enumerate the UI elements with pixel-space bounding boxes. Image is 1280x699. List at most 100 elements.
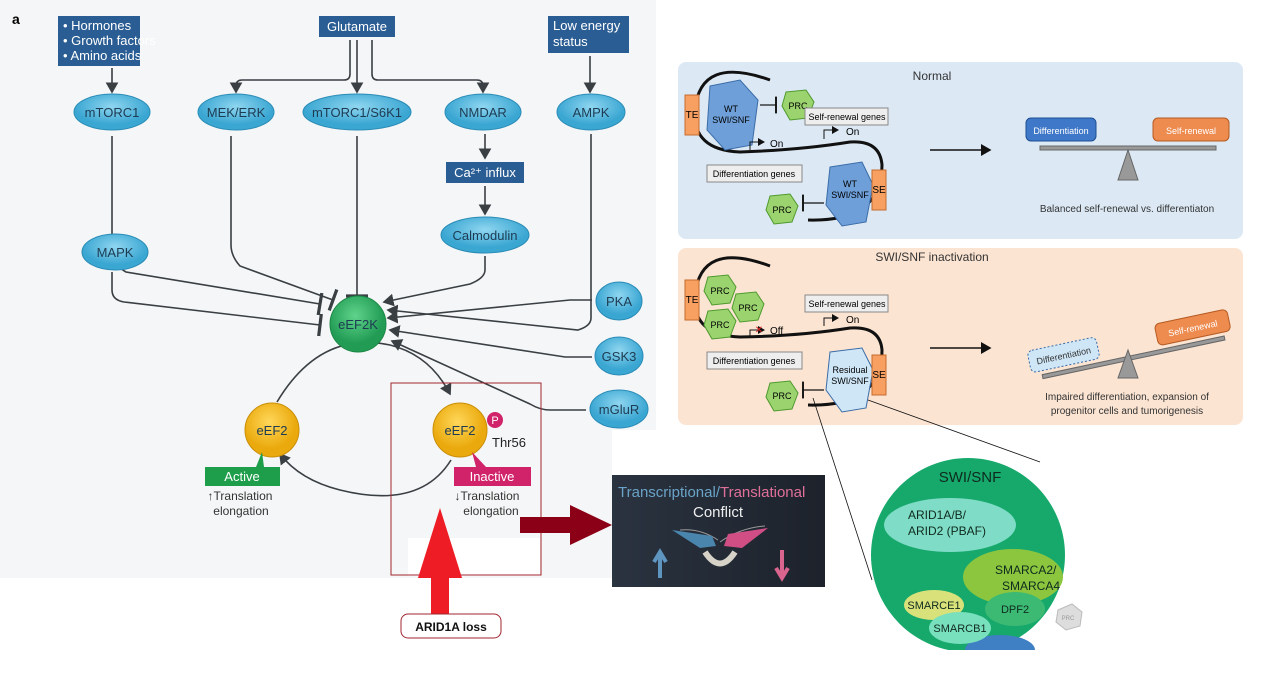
- node-mek-erk: MEK/ERK: [197, 93, 275, 131]
- node-eef2k: eEF2K: [329, 295, 387, 353]
- svg-text:GSK3: GSK3: [602, 349, 637, 364]
- node-gsk3: GSK3: [594, 336, 644, 376]
- thr56-label: Thr56: [492, 435, 526, 450]
- svg-text:Self-renewal genes: Self-renewal genes: [808, 299, 886, 309]
- svg-text:On: On: [770, 139, 783, 150]
- svg-text:PRC: PRC: [772, 205, 792, 215]
- smarcb1-subunit: [929, 612, 991, 644]
- svg-text:PRC: PRC: [1062, 616, 1075, 622]
- svg-text:Residual: Residual: [832, 365, 867, 375]
- svg-text:TE: TE: [686, 295, 699, 306]
- active-effect: ↑Translation: [208, 489, 273, 503]
- se-box: [871, 169, 887, 211]
- svg-text:SWI/SNF: SWI/SNF: [831, 190, 869, 200]
- svg-text:• Amino acids: • Amino acids: [63, 48, 142, 63]
- svg-text:SWI/SNF: SWI/SNF: [831, 376, 869, 386]
- svg-text:eEF2: eEF2: [444, 423, 475, 438]
- svg-text:• Hormones: • Hormones: [63, 18, 132, 33]
- smarca-subunit: [963, 549, 1063, 605]
- svg-text:MEK/ERK: MEK/ERK: [207, 105, 266, 120]
- blue-hand-icon: [672, 530, 716, 548]
- svg-text:SWI/SNF: SWI/SNF: [939, 469, 1002, 486]
- fulcrum: [1117, 148, 1139, 181]
- svg-text:progenitor cells and tumorigen: progenitor cells and tumorigenesis: [1051, 406, 1203, 417]
- active-effect-line2: elongation: [213, 504, 268, 518]
- low-energy-box: Low energy status: [548, 16, 629, 53]
- active-label: Active: [205, 452, 280, 486]
- svg-text:Self-renewal: Self-renewal: [1166, 126, 1216, 136]
- node-nmdar: NMDAR: [444, 93, 522, 131]
- highlight-box: [390, 382, 542, 576]
- svg-text:WT: WT: [724, 104, 738, 114]
- svg-text:Balanced self-renewal vs. diff: Balanced self-renewal vs. differentiaton: [1040, 204, 1214, 215]
- svg-text:SMARCB1: SMARCB1: [933, 623, 986, 635]
- nutrients-box: • Hormones • Growth factors • Amino acid…: [58, 16, 156, 66]
- inactive-label: Inactive: [454, 452, 531, 486]
- svg-text:status: status: [553, 34, 588, 49]
- smarce1-subunit: [904, 590, 964, 620]
- svg-text:Transcriptional/Translational: Transcriptional/Translational: [618, 484, 805, 501]
- svg-text:PRC: PRC: [788, 101, 808, 111]
- svg-text:SE: SE: [872, 185, 886, 196]
- svg-text:On: On: [846, 315, 859, 326]
- svg-text:Glutamate: Glutamate: [327, 19, 387, 34]
- svg-text:MAPK: MAPK: [97, 245, 134, 260]
- up-arrow-icon: [652, 548, 668, 578]
- wt-swisnf-1: [706, 79, 759, 151]
- svg-text:SMARCE1: SMARCE1: [907, 600, 960, 612]
- svg-text:Ca²⁺ influx: Ca²⁺ influx: [454, 165, 516, 180]
- normal-panel: Normal TE WT SWI/SNF PRC Self-renewal ge…: [678, 62, 1243, 239]
- svg-text:SWI/SNF inactivation: SWI/SNF inactivation: [875, 250, 988, 264]
- svg-text:TE: TE: [686, 110, 699, 121]
- svg-text:PRC: PRC: [710, 320, 730, 330]
- conflict-image: Transcriptional/Translational Conflict: [612, 475, 825, 587]
- glutamate-box: Glutamate: [319, 16, 395, 37]
- svg-text:Off: Off: [770, 326, 783, 337]
- inactivation-panel: SWI/SNF inactivation TE PRC PRC PRC Self…: [678, 248, 1243, 425]
- arid1a-loss-label: ARID1A loss: [400, 613, 502, 639]
- svg-text:Differentiation genes: Differentiation genes: [713, 356, 796, 366]
- svg-text:Impaired differentiation, expa: Impaired differentiation, expansion of: [1045, 392, 1209, 403]
- svg-text:PRC: PRC: [710, 286, 730, 296]
- svg-text:Conflict: Conflict: [693, 504, 744, 521]
- red-up-arrow-icon: [418, 508, 462, 617]
- dark-red-right-arrow-icon: [520, 505, 612, 545]
- svg-text:mTORC1: mTORC1: [85, 105, 140, 120]
- svg-text:Self-renewal genes: Self-renewal genes: [808, 112, 886, 122]
- svg-text:PRC: PRC: [738, 303, 758, 313]
- differentiation-weight: [1025, 117, 1097, 142]
- svg-text:• Growth factors: • Growth factors: [63, 33, 156, 48]
- svg-text:SMARCA2/: SMARCA2/: [995, 563, 1057, 577]
- wt-swisnf-2: [825, 161, 874, 227]
- swisnf-complex: SWI/SNF ARID1A/B/ ARID2 (PBAF) SMARCA2/ …: [871, 458, 1083, 650]
- svg-text:eEF2K: eEF2K: [338, 317, 378, 332]
- inactive-effect-line2: elongation: [463, 504, 518, 518]
- down-arrow-icon: [774, 550, 790, 582]
- svg-text:Differentiation: Differentiation: [1033, 126, 1088, 136]
- svg-text:AMPK: AMPK: [573, 105, 610, 120]
- svg-text:SE: SE: [872, 370, 886, 381]
- svg-text:Active: Active: [224, 469, 259, 484]
- svg-text:DPF2: DPF2: [1001, 604, 1029, 616]
- svg-text:ARID2 (PBAF): ARID2 (PBAF): [908, 524, 986, 538]
- svg-text:PRC: PRC: [772, 391, 792, 401]
- svg-text:eEF2: eEF2: [256, 423, 287, 438]
- prc-2: [765, 193, 799, 225]
- svg-text:ARID1A loss: ARID1A loss: [415, 620, 487, 634]
- node-eef2-inactive: eEF2: [432, 402, 488, 458]
- arid-subunit: [884, 498, 1016, 552]
- svg-text:SWI/SNF: SWI/SNF: [712, 115, 750, 125]
- zoom-lines: [812, 397, 1041, 581]
- node-eef2-active: eEF2: [244, 402, 300, 458]
- pink-hand-icon: [724, 528, 768, 548]
- node-mapk: MAPK: [81, 233, 149, 271]
- prc-faded: [1055, 603, 1083, 631]
- svg-text:Normal: Normal: [913, 69, 952, 83]
- svg-text:Differentiation genes: Differentiation genes: [713, 169, 796, 179]
- svg-text:ARID1A/B/: ARID1A/B/: [908, 508, 967, 522]
- node-pka: PKA: [595, 281, 643, 321]
- svg-text:WT: WT: [843, 179, 857, 189]
- node-calmodulin: Calmodulin: [440, 216, 530, 254]
- self-renewal-weight: [1152, 117, 1230, 142]
